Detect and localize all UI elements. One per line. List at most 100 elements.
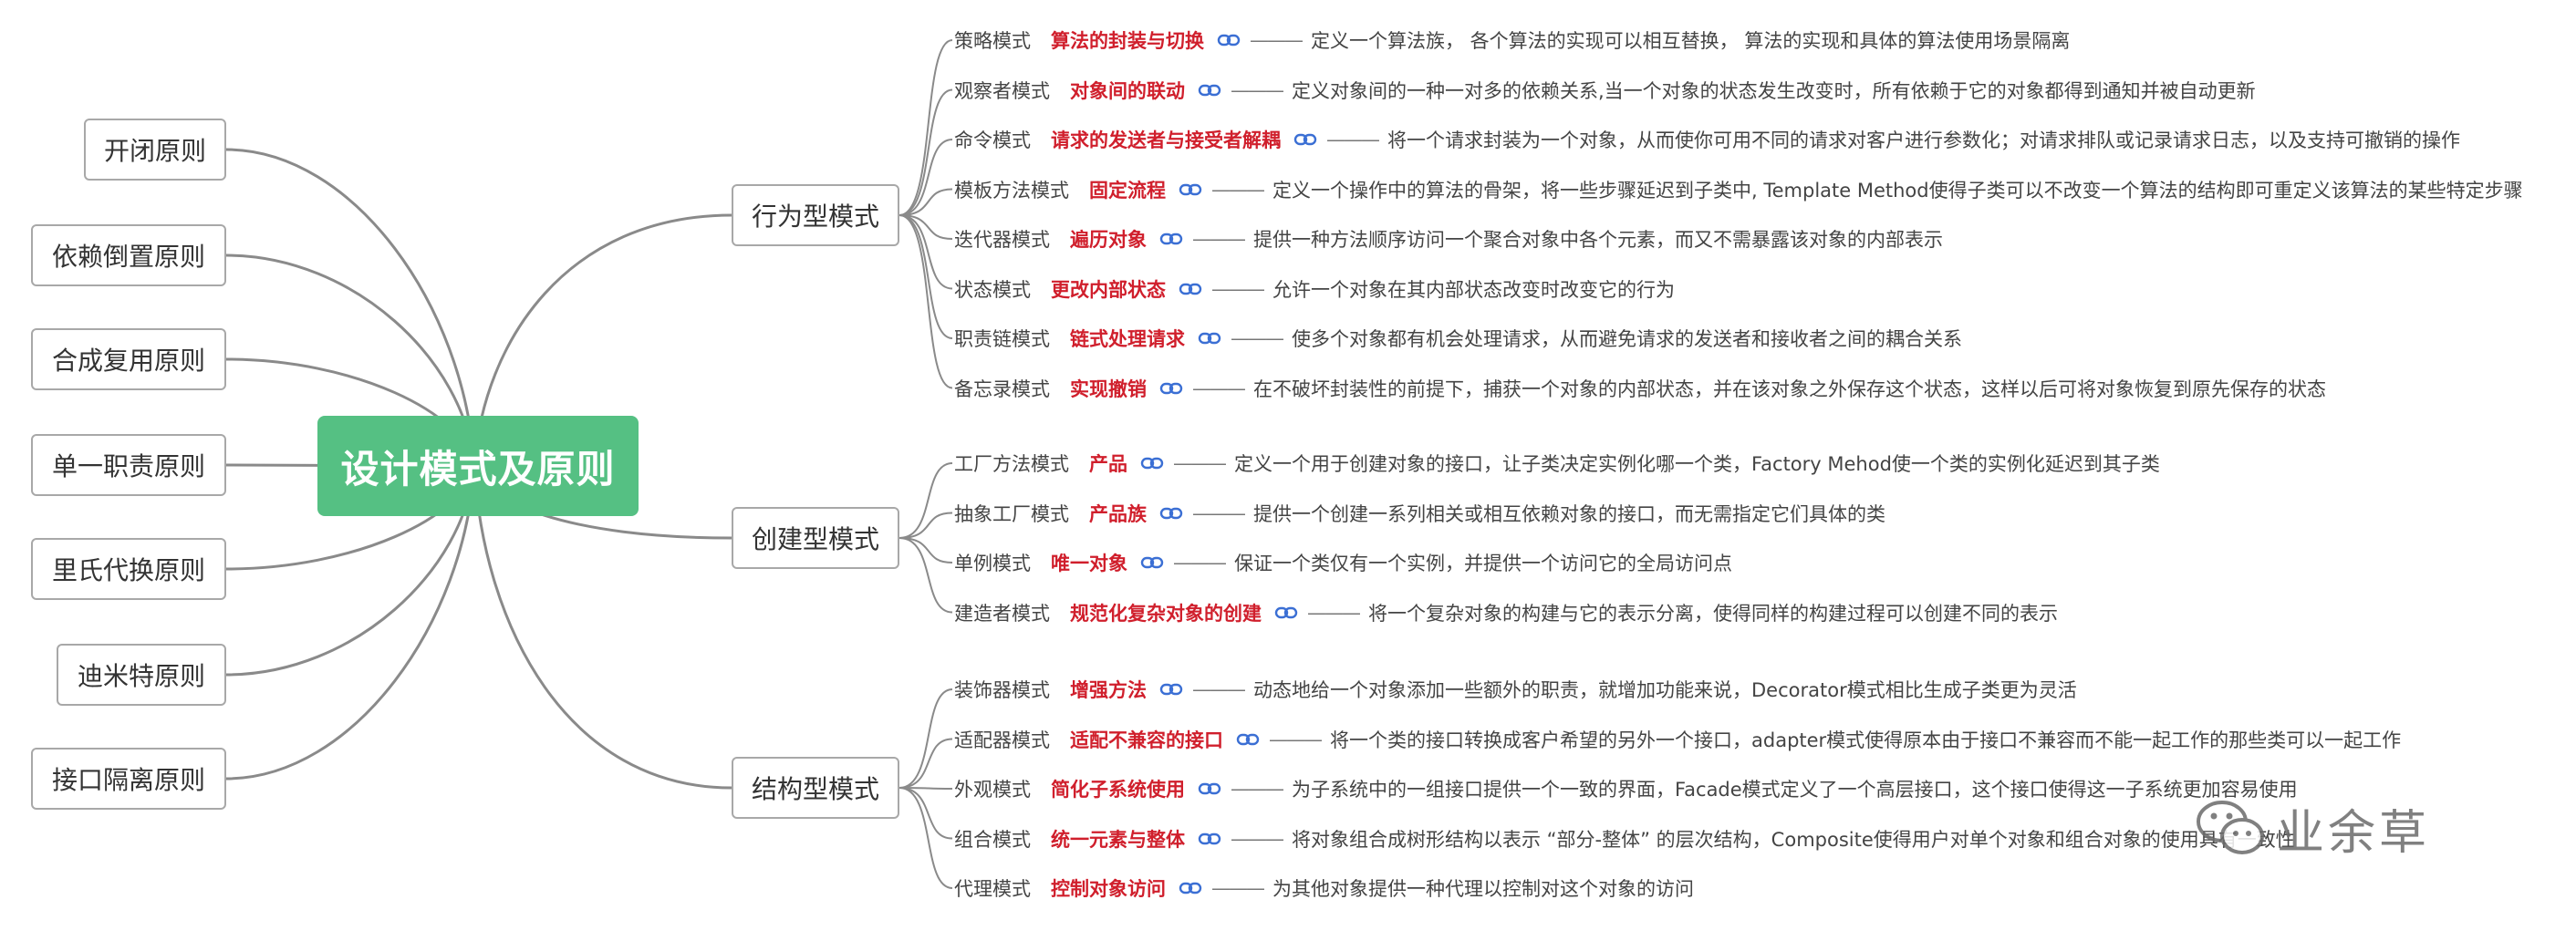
pattern-item[interactable]: 迭代器模式遍历对象———提供一种方法顺序访问一个聚合对象中各个元素，而又不需暴露… xyxy=(954,221,1943,257)
pattern-keyword: 增强方法 xyxy=(1070,679,1147,701)
category-structural[interactable]: 结构型模式 xyxy=(732,757,899,819)
principle-node[interactable]: 合成复用原则 xyxy=(31,328,226,390)
separator-dash: ——— xyxy=(1231,78,1284,101)
pattern-name: 职责链模式 xyxy=(954,328,1050,350)
connector-line xyxy=(898,787,953,790)
pattern-name: 策略模式 xyxy=(954,30,1031,52)
separator-dash: ——— xyxy=(1269,728,1323,750)
pattern-item[interactable]: 建造者模式规范化复杂对象的创建———将一个复杂对象的构建与它的表示分离，使得同样… xyxy=(954,595,2058,631)
pattern-description: 为子系统中的一组接口提供一个一致的界面，Facade模式定义了一个高层接口，这个… xyxy=(1292,779,2298,801)
separator-dash: ——— xyxy=(1211,877,1265,899)
connector-line xyxy=(898,39,953,216)
link-icon[interactable] xyxy=(1236,730,1260,749)
pattern-description: 定义一个操作中的算法的骨架，将一些步骤延迟到子类中, Template Meth… xyxy=(1272,179,2523,202)
pattern-name: 组合模式 xyxy=(954,828,1031,851)
pattern-item[interactable]: 观察者模式对象间的联动 ——— 定义对象间的一种一对多的依赖关系,当一个对象的状态发… xyxy=(954,72,2256,109)
pattern-description: 将对象组合成树形结构以表示 “部分-整体” 的层次结构，Composite使得用… xyxy=(1292,828,2295,851)
pattern-keyword: 规范化复杂对象的创建 xyxy=(1070,602,1262,625)
link-icon[interactable] xyxy=(1140,553,1164,572)
category-creational[interactable]: 创建型模式 xyxy=(732,507,899,569)
pattern-name: 装饰器模式 xyxy=(954,679,1050,701)
link-icon[interactable] xyxy=(1198,830,1221,848)
connector-line xyxy=(898,214,953,240)
pattern-item[interactable]: 策略模式算法的封装与切换———定义一个算法族， 各个算法的实现可以相互替换， 算… xyxy=(954,22,2070,58)
pattern-name: 工厂方法模式 xyxy=(954,453,1069,475)
pattern-item[interactable]: 职责链模式链式处理请求———使多个对象都有机会处理请求，从而避免请求的发送者和接… xyxy=(954,320,1962,357)
pattern-name: 抽象工厂模式 xyxy=(954,502,1069,525)
separator-dash: ——— xyxy=(1231,827,1284,850)
link-icon[interactable] xyxy=(1274,604,1298,622)
connector-line xyxy=(473,465,732,790)
pattern-keyword: 唯一对象 xyxy=(1051,553,1127,574)
connector-line xyxy=(898,88,953,216)
separator-dash: ——— xyxy=(1211,277,1265,300)
pattern-name: 迭代器模式 xyxy=(954,229,1050,251)
pattern-item[interactable]: 装饰器模式增强方法———动态地给一个对象添加一些额外的职责，就增加功能来说，De… xyxy=(954,671,2077,708)
pattern-description: 将一个类的接口转换成客户希望的另外一个接口，adapter模式使得原本由于接口不… xyxy=(1330,729,2402,751)
pattern-name: 观察者模式 xyxy=(954,79,1050,102)
link-icon[interactable] xyxy=(1179,879,1202,897)
pattern-item[interactable]: 状态模式更改内部状态———允许一个对象在其内部状态改变时改变它的行为 xyxy=(954,271,1675,307)
pattern-description: 在不破坏封装性的前提下，捕获一个对象的内部状态，并在该对象之外保存这个状态，这样… xyxy=(1253,377,2326,400)
connector-line xyxy=(473,213,732,467)
pattern-name: 适配器模式 xyxy=(954,729,1050,751)
connector-line xyxy=(898,214,953,389)
pattern-keyword: 控制对象访问 xyxy=(1051,878,1166,900)
connector-line xyxy=(898,214,953,290)
watermark-text: 业余草 xyxy=(2277,805,2431,861)
link-icon[interactable] xyxy=(1293,130,1317,149)
pattern-item[interactable]: 模板方法模式固定流程———定义一个操作中的算法的骨架，将一些步骤延迟到子类中, … xyxy=(954,171,2523,208)
pattern-name: 状态模式 xyxy=(954,278,1031,301)
link-icon[interactable] xyxy=(1198,329,1221,347)
link-icon[interactable] xyxy=(1140,454,1164,472)
link-icon[interactable] xyxy=(1198,81,1221,99)
connector-line xyxy=(225,148,476,467)
link-icon[interactable] xyxy=(1159,504,1183,522)
pattern-keyword: 简化子系统使用 xyxy=(1051,779,1185,801)
principle-node[interactable]: 里氏代换原则 xyxy=(31,538,226,600)
pattern-description: 保证一个类仅有一个实例，并提供一个访问它的全局访问点 xyxy=(1234,553,1732,574)
principle-node[interactable]: 开闭原则 xyxy=(84,119,226,181)
pattern-description: 为其他对象提供一种代理以控制对这个对象的访问 xyxy=(1272,878,1694,900)
pattern-item[interactable]: 组合模式统一元素与整体———将对象组合成树形结构以表示 “部分-整体” 的层次结… xyxy=(954,821,2295,857)
link-icon[interactable] xyxy=(1217,31,1241,49)
principle-node[interactable]: 迪米特原则 xyxy=(57,644,226,706)
pattern-item[interactable]: 外观模式简化子系统使用 ——— 为子系统中的一组接口提供一个一致的界面，Facade… xyxy=(954,770,2298,807)
link-icon[interactable] xyxy=(1159,230,1183,248)
link-icon[interactable] xyxy=(1179,280,1202,298)
link-icon[interactable] xyxy=(1159,680,1183,698)
connector-line xyxy=(898,188,953,216)
pattern-item[interactable]: 工厂方法模式产品———定义一个用于创建对象的接口，让子类决定实例化哪一个类，Fa… xyxy=(954,445,2160,481)
pattern-keyword: 固定流程 xyxy=(1089,179,1166,202)
pattern-keyword: 算法的封装与切换 xyxy=(1051,30,1204,52)
separator-dash: ——— xyxy=(1231,778,1284,800)
pattern-description: 提供一种方法顺序访问一个聚合对象中各个元素，而又不需暴露该对象的内部表示 xyxy=(1253,229,1943,251)
pattern-name: 模板方法模式 xyxy=(954,179,1069,202)
principle-node[interactable]: 依赖倒置原则 xyxy=(31,224,226,286)
connector-line xyxy=(898,512,953,539)
pattern-description: 定义对象间的一种一对多的依赖关系,当一个对象的状态发生改变时，所有依赖于它的对象… xyxy=(1292,79,2256,102)
link-icon[interactable] xyxy=(1159,379,1183,398)
link-icon[interactable] xyxy=(1179,181,1202,199)
pattern-item[interactable]: 适配器模式适配不兼容的接口———将一个类的接口转换成客户希望的另外一个接口，ad… xyxy=(954,721,2401,758)
principle-node[interactable]: 接口隔离原则 xyxy=(31,748,226,810)
pattern-name: 外观模式 xyxy=(954,779,1031,801)
separator-dash: ——— xyxy=(1173,452,1227,474)
pattern-item[interactable]: 抽象工厂模式产品族———提供一个创建一系列相关或相互依赖对象的接口，而无需指定它… xyxy=(954,495,1885,532)
principle-node[interactable]: 单一职责原则 xyxy=(31,434,226,496)
watermark: 业余草 xyxy=(2195,791,2430,864)
central-topic[interactable]: 设计模式及原则 xyxy=(317,416,639,516)
pattern-keyword: 请求的发送者与接受者解耦 xyxy=(1051,129,1281,151)
category-behavioral[interactable]: 行为型模式 xyxy=(732,184,899,246)
pattern-description: 动态地给一个对象添加一些额外的职责，就增加功能来说，Decorator模式相比生… xyxy=(1253,679,2077,701)
pattern-description: 允许一个对象在其内部状态改变时改变它的行为 xyxy=(1272,278,1675,301)
separator-dash: ——— xyxy=(1231,327,1284,349)
pattern-keyword: 对象间的联动 xyxy=(1070,79,1185,102)
pattern-item[interactable]: 命令模式请求的发送者与接受者解耦———将一个请求封装为一个对象，从而使你可用不同… xyxy=(954,121,2460,158)
pattern-name: 命令模式 xyxy=(954,129,1031,151)
pattern-item[interactable]: 备忘录模式实现撤销———在不破坏封装性的前提下，捕获一个对象的内部状态，并在该对… xyxy=(954,370,2326,407)
link-icon[interactable] xyxy=(1198,780,1221,798)
pattern-item[interactable]: 单例模式唯一对象———保证一个类仅有一个实例，并提供一个访问它的全局访问点 xyxy=(954,544,1732,581)
pattern-keyword: 产品 xyxy=(1089,453,1127,475)
pattern-item[interactable]: 代理模式控制对象访问———为其他对象提供一种代理以控制对这个对象的访问 xyxy=(954,870,1694,906)
